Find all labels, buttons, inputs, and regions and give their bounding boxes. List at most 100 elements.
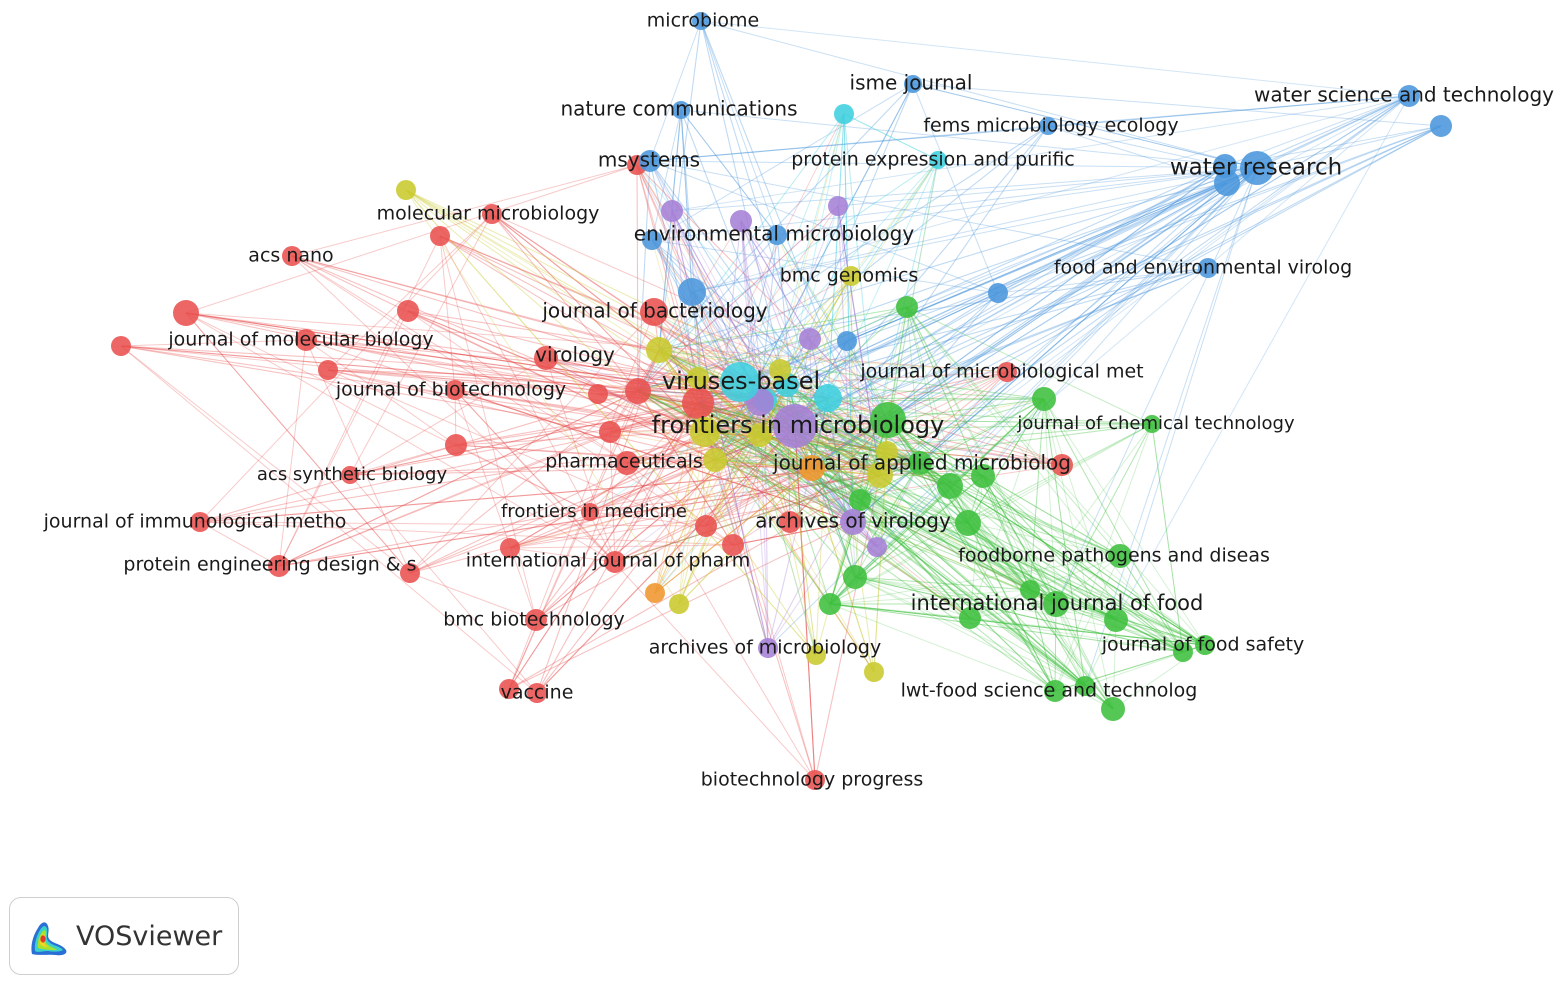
network-node[interactable] — [896, 296, 918, 318]
node-vaccine[interactable] — [527, 683, 547, 703]
node-microbiome[interactable] — [692, 12, 710, 30]
node-label-msystems[interactable]: msystems — [598, 148, 700, 172]
network-node[interactable] — [669, 594, 689, 614]
node-jfoodsafety[interactable] — [1195, 635, 1215, 655]
node-label-bmcgen[interactable]: bmc genomics — [780, 265, 919, 287]
network-node[interactable] — [396, 180, 416, 200]
network-node[interactable] — [819, 593, 841, 615]
node-foodenvvir[interactable] — [1198, 258, 1218, 278]
network-node[interactable] — [937, 473, 963, 499]
node-ijfood[interactable] — [1043, 591, 1069, 617]
network-node[interactable] — [959, 607, 981, 629]
node-jam[interactable] — [799, 455, 825, 481]
network-node[interactable] — [799, 328, 821, 350]
network-node[interactable] — [1104, 608, 1128, 632]
network-node[interactable] — [849, 489, 871, 511]
network-node[interactable] — [730, 210, 752, 232]
network-node[interactable] — [834, 104, 854, 124]
node-label-frontiers[interactable]: frontiers in microbiology — [652, 411, 945, 439]
network-node[interactable] — [499, 679, 519, 699]
network-node[interactable] — [661, 200, 683, 222]
network-node[interactable] — [687, 367, 709, 389]
node-bmcgen[interactable] — [841, 266, 861, 286]
network-node[interactable] — [599, 421, 621, 443]
network-node[interactable] — [843, 565, 867, 589]
network-node[interactable] — [769, 359, 791, 381]
node-natcomm[interactable] — [672, 101, 690, 119]
node-label-frontmed[interactable]: frontiers in medicine — [501, 501, 687, 522]
network-node[interactable] — [988, 283, 1008, 303]
node-fems[interactable] — [1039, 117, 1057, 135]
network-node[interactable] — [722, 534, 744, 556]
node-jmolbio[interactable] — [295, 329, 317, 351]
node-protengdes[interactable] — [268, 555, 290, 577]
node-label-watersci[interactable]: water science and technology — [1254, 83, 1554, 107]
node-jmicromet[interactable] — [997, 362, 1017, 382]
network-node[interactable] — [397, 300, 419, 322]
network-node[interactable] — [646, 337, 672, 363]
node-label-virology[interactable]: virology — [535, 343, 615, 367]
network-node[interactable] — [955, 510, 981, 536]
network-node[interactable] — [864, 662, 884, 682]
node-label-biotechprog[interactable]: biotechnology progress — [701, 769, 924, 791]
network-node[interactable] — [1101, 697, 1125, 721]
node-label-isme[interactable]: isme journal — [850, 71, 973, 95]
node-isme[interactable] — [904, 75, 922, 93]
node-label-pharma[interactable]: pharmaceuticals — [545, 451, 703, 473]
network-node[interactable] — [828, 196, 848, 216]
network-node[interactable] — [814, 384, 842, 412]
node-label-lwt[interactable]: lwt-food science and technolog — [901, 680, 1198, 702]
node-acssynbio[interactable] — [341, 466, 359, 484]
network-node[interactable] — [867, 462, 893, 488]
network-node[interactable] — [588, 384, 608, 404]
network-node[interactable] — [645, 583, 665, 603]
node-label-molmicro[interactable]: molecular microbiology — [377, 203, 600, 225]
node-pharma[interactable] — [615, 451, 639, 475]
node-jimmuno[interactable] — [190, 512, 210, 532]
node-viruses[interactable] — [720, 362, 760, 402]
network-node[interactable] — [318, 360, 338, 380]
node-label-jchemtech[interactable]: journal of chemical technology — [1016, 413, 1295, 434]
network-node[interactable] — [971, 464, 995, 488]
node-label-archmicro[interactable]: archives of microbiology — [649, 637, 881, 659]
network-node[interactable] — [625, 378, 651, 404]
node-virology[interactable] — [534, 346, 558, 370]
network-node[interactable] — [1051, 454, 1073, 476]
node-jbact[interactable] — [640, 298, 668, 326]
node-label-foodborne[interactable]: foodborne pathogens and diseas — [958, 545, 1270, 567]
network-node[interactable] — [748, 423, 772, 447]
network-node[interactable] — [500, 538, 520, 558]
node-label-microbiome[interactable]: microbiome — [647, 10, 759, 32]
node-bmcbiotech[interactable] — [525, 609, 547, 631]
network-node[interactable] — [779, 511, 801, 533]
node-label-jfoodsafety[interactable]: journal of food safety — [1101, 634, 1304, 656]
network-node[interactable] — [1213, 154, 1237, 178]
node-ijpharm[interactable] — [604, 551, 626, 573]
node-label-ijfood[interactable]: international journal of food — [911, 591, 1204, 615]
node-waterres[interactable] — [1240, 151, 1274, 185]
node-label-archvir[interactable]: archives of virology — [755, 509, 951, 533]
network-node[interactable] — [1430, 115, 1452, 137]
node-archvir[interactable] — [840, 509, 866, 535]
node-label-jmicromet[interactable]: journal of microbiological met — [859, 361, 1143, 383]
node-label-viruses[interactable]: viruses-basel — [662, 367, 820, 395]
node-protexp[interactable] — [929, 151, 947, 169]
network-node[interactable] — [400, 563, 420, 583]
node-msystems[interactable] — [639, 150, 661, 172]
network-node[interactable] — [430, 226, 450, 246]
network-node[interactable] — [1020, 580, 1040, 600]
node-label-jbiotech[interactable]: journal of biotechnology — [335, 379, 566, 401]
node-lwt[interactable] — [1044, 680, 1066, 702]
node-label-foodenvvir[interactable]: food and environmental virolog — [1054, 257, 1352, 279]
network-node[interactable] — [908, 451, 932, 475]
network-node[interactable] — [111, 336, 131, 356]
node-label-envmicro[interactable]: environmental microbiology — [634, 222, 915, 246]
network-node[interactable] — [1173, 642, 1193, 662]
node-archmicro[interactable] — [758, 638, 778, 658]
network-node[interactable] — [867, 537, 887, 557]
node-label-jbact[interactable]: journal of bacteriology — [541, 299, 767, 323]
network-node[interactable] — [837, 331, 857, 351]
node-frontmed[interactable] — [581, 503, 599, 521]
network-node[interactable] — [682, 387, 714, 419]
